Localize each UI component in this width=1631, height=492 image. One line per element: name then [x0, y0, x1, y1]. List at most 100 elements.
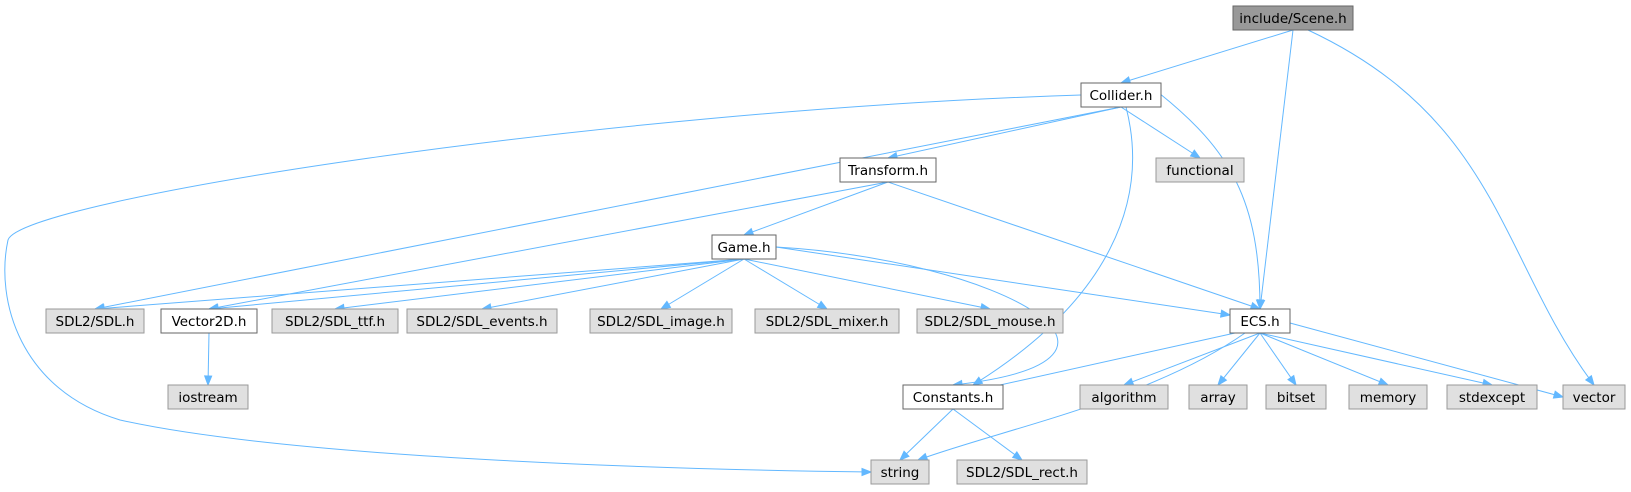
node-constants[interactable]: Constants.h: [902, 384, 1004, 410]
edge-arrowhead: [1552, 390, 1565, 399]
node-algorithm[interactable]: algorithm: [1079, 384, 1169, 410]
edge-arrowhead: [1377, 377, 1390, 386]
edge-game-to-sdl_ttf: [334, 258, 745, 310]
node-label: Game.h: [717, 240, 770, 256]
edge-constants-to-string: [899, 408, 954, 461]
edge-arrowhead: [1189, 149, 1202, 159]
node-sdl-mouse[interactable]: SDL2/SDL_mouse.h: [916, 308, 1064, 334]
edge-ecs-to-constants: [972, 332, 1236, 392]
node-box: [1080, 82, 1162, 108]
edge-game-to-sdl_mouse: [743, 258, 991, 310]
edge-transform-to-game: [743, 181, 889, 236]
node-collider[interactable]: Collider.h: [1080, 82, 1162, 108]
node-label: bitset: [1277, 390, 1315, 406]
node-label: SDL2/SDL_ttf.h: [285, 314, 385, 330]
node-box: [902, 384, 1004, 410]
edge-arrowhead: [861, 467, 873, 477]
node-label: SDL2/SDL.h: [56, 314, 135, 330]
node-iostream[interactable]: iostream: [167, 384, 249, 410]
edge-transform-to-ecs: [887, 181, 1261, 310]
node-label: include/Scene.h: [1239, 11, 1346, 27]
node-label: SDL2/SDL_image.h: [597, 314, 725, 330]
edge-constants-to-sdl_rect: [952, 408, 1023, 461]
edge-ecs-to-array: [1217, 332, 1261, 386]
node-label: algorithm: [1091, 390, 1156, 406]
node-sdl-rect[interactable]: SDL2/SDL_rect.h: [956, 459, 1088, 485]
edge-transform-to-vector2d: [208, 181, 889, 310]
edge-arrowhead: [916, 452, 929, 461]
node-box: [839, 157, 937, 183]
edge-arrowhead: [1217, 374, 1228, 387]
edge-scene-to-ecs: [1259, 29, 1294, 310]
node-box: [1265, 384, 1327, 410]
edge-arrowhead: [971, 376, 984, 386]
edge-arrowhead: [1011, 450, 1024, 461]
node-box: [1446, 384, 1538, 410]
node-box: [1079, 384, 1169, 410]
node-box: [271, 308, 399, 334]
node-sdl-events[interactable]: SDL2/SDL_events.h: [406, 308, 558, 334]
node-box: [167, 384, 249, 410]
node-box: [711, 234, 777, 260]
edge-collider-to-constants: [972, 106, 1133, 386]
node-sdl-image[interactable]: SDL2/SDL_image.h: [589, 308, 733, 334]
node-box: [406, 308, 558, 334]
node-sdl-mixer[interactable]: SDL2/SDL_mixer.h: [754, 308, 900, 334]
edge-arrowhead: [899, 450, 910, 461]
node-label: Vector2D.h: [172, 314, 247, 330]
edge-arrowhead: [816, 300, 829, 310]
node-array[interactable]: array: [1188, 384, 1248, 410]
node-box: [1232, 5, 1354, 31]
node-box: [1348, 384, 1428, 410]
node-vector[interactable]: vector: [1562, 384, 1626, 410]
node-label: array: [1200, 390, 1235, 406]
node-label: functional: [1166, 163, 1233, 179]
node-box: [870, 459, 930, 485]
edge-collider-to-sdl: [94, 106, 1122, 310]
edge-arrowhead: [1287, 374, 1297, 387]
edge-collider-to-functional: [1120, 106, 1201, 159]
edge-arrowhead: [1255, 299, 1265, 311]
edge-ecs-to-algorithm: [1123, 332, 1261, 386]
node-string[interactable]: string: [870, 459, 930, 485]
edge-arrowhead: [1584, 374, 1595, 387]
node-ecs[interactable]: ECS.h: [1229, 308, 1291, 334]
node-box: [589, 308, 733, 334]
node-label: Collider.h: [1090, 88, 1153, 104]
edge-arrowhead: [742, 227, 755, 236]
node-label: SDL2/SDL_mixer.h: [766, 314, 889, 330]
node-bitset[interactable]: bitset: [1265, 384, 1327, 410]
node-sdl[interactable]: SDL2/SDL.h: [45, 308, 145, 334]
edge-game-to-sdl_image: [660, 258, 745, 310]
edge-collider-to-transform: [887, 106, 1122, 159]
node-box: [1155, 157, 1245, 183]
node-sdl-ttf[interactable]: SDL2/SDL_ttf.h: [271, 308, 399, 334]
node-vector2d[interactable]: Vector2D.h: [160, 308, 258, 334]
node-game[interactable]: Game.h: [711, 234, 777, 260]
node-label: iostream: [178, 390, 237, 406]
node-functional[interactable]: functional: [1155, 157, 1245, 183]
node-label: SDL2/SDL_events.h: [416, 314, 547, 330]
edge-collider-to-string: [4, 94, 1082, 473]
edge-ecs-to-stdexcept: [1259, 332, 1493, 386]
node-stdexcept[interactable]: stdexcept: [1446, 384, 1538, 410]
edge-ecs-to-string: [917, 332, 1246, 461]
node-box: [956, 459, 1088, 485]
edge-arrowhead: [1122, 377, 1135, 386]
edge-game-to-sdl_events: [481, 258, 745, 310]
node-label: Transform.h: [847, 163, 928, 179]
node-box: [160, 308, 258, 334]
dependency-edges: [4, 29, 1595, 477]
edge-scene-to-vector: [1307, 29, 1595, 386]
node-memory[interactable]: memory: [1348, 384, 1428, 410]
node-box: [754, 308, 900, 334]
node-box: [1188, 384, 1248, 410]
edge-arrowhead: [659, 300, 672, 310]
edge-arrowhead: [1219, 309, 1232, 318]
edge-game-to-ecs: [775, 246, 1231, 316]
node-scene[interactable]: include/Scene.h: [1232, 5, 1354, 31]
node-label: ECS.h: [1240, 314, 1279, 330]
node-transform[interactable]: Transform.h: [839, 157, 937, 183]
